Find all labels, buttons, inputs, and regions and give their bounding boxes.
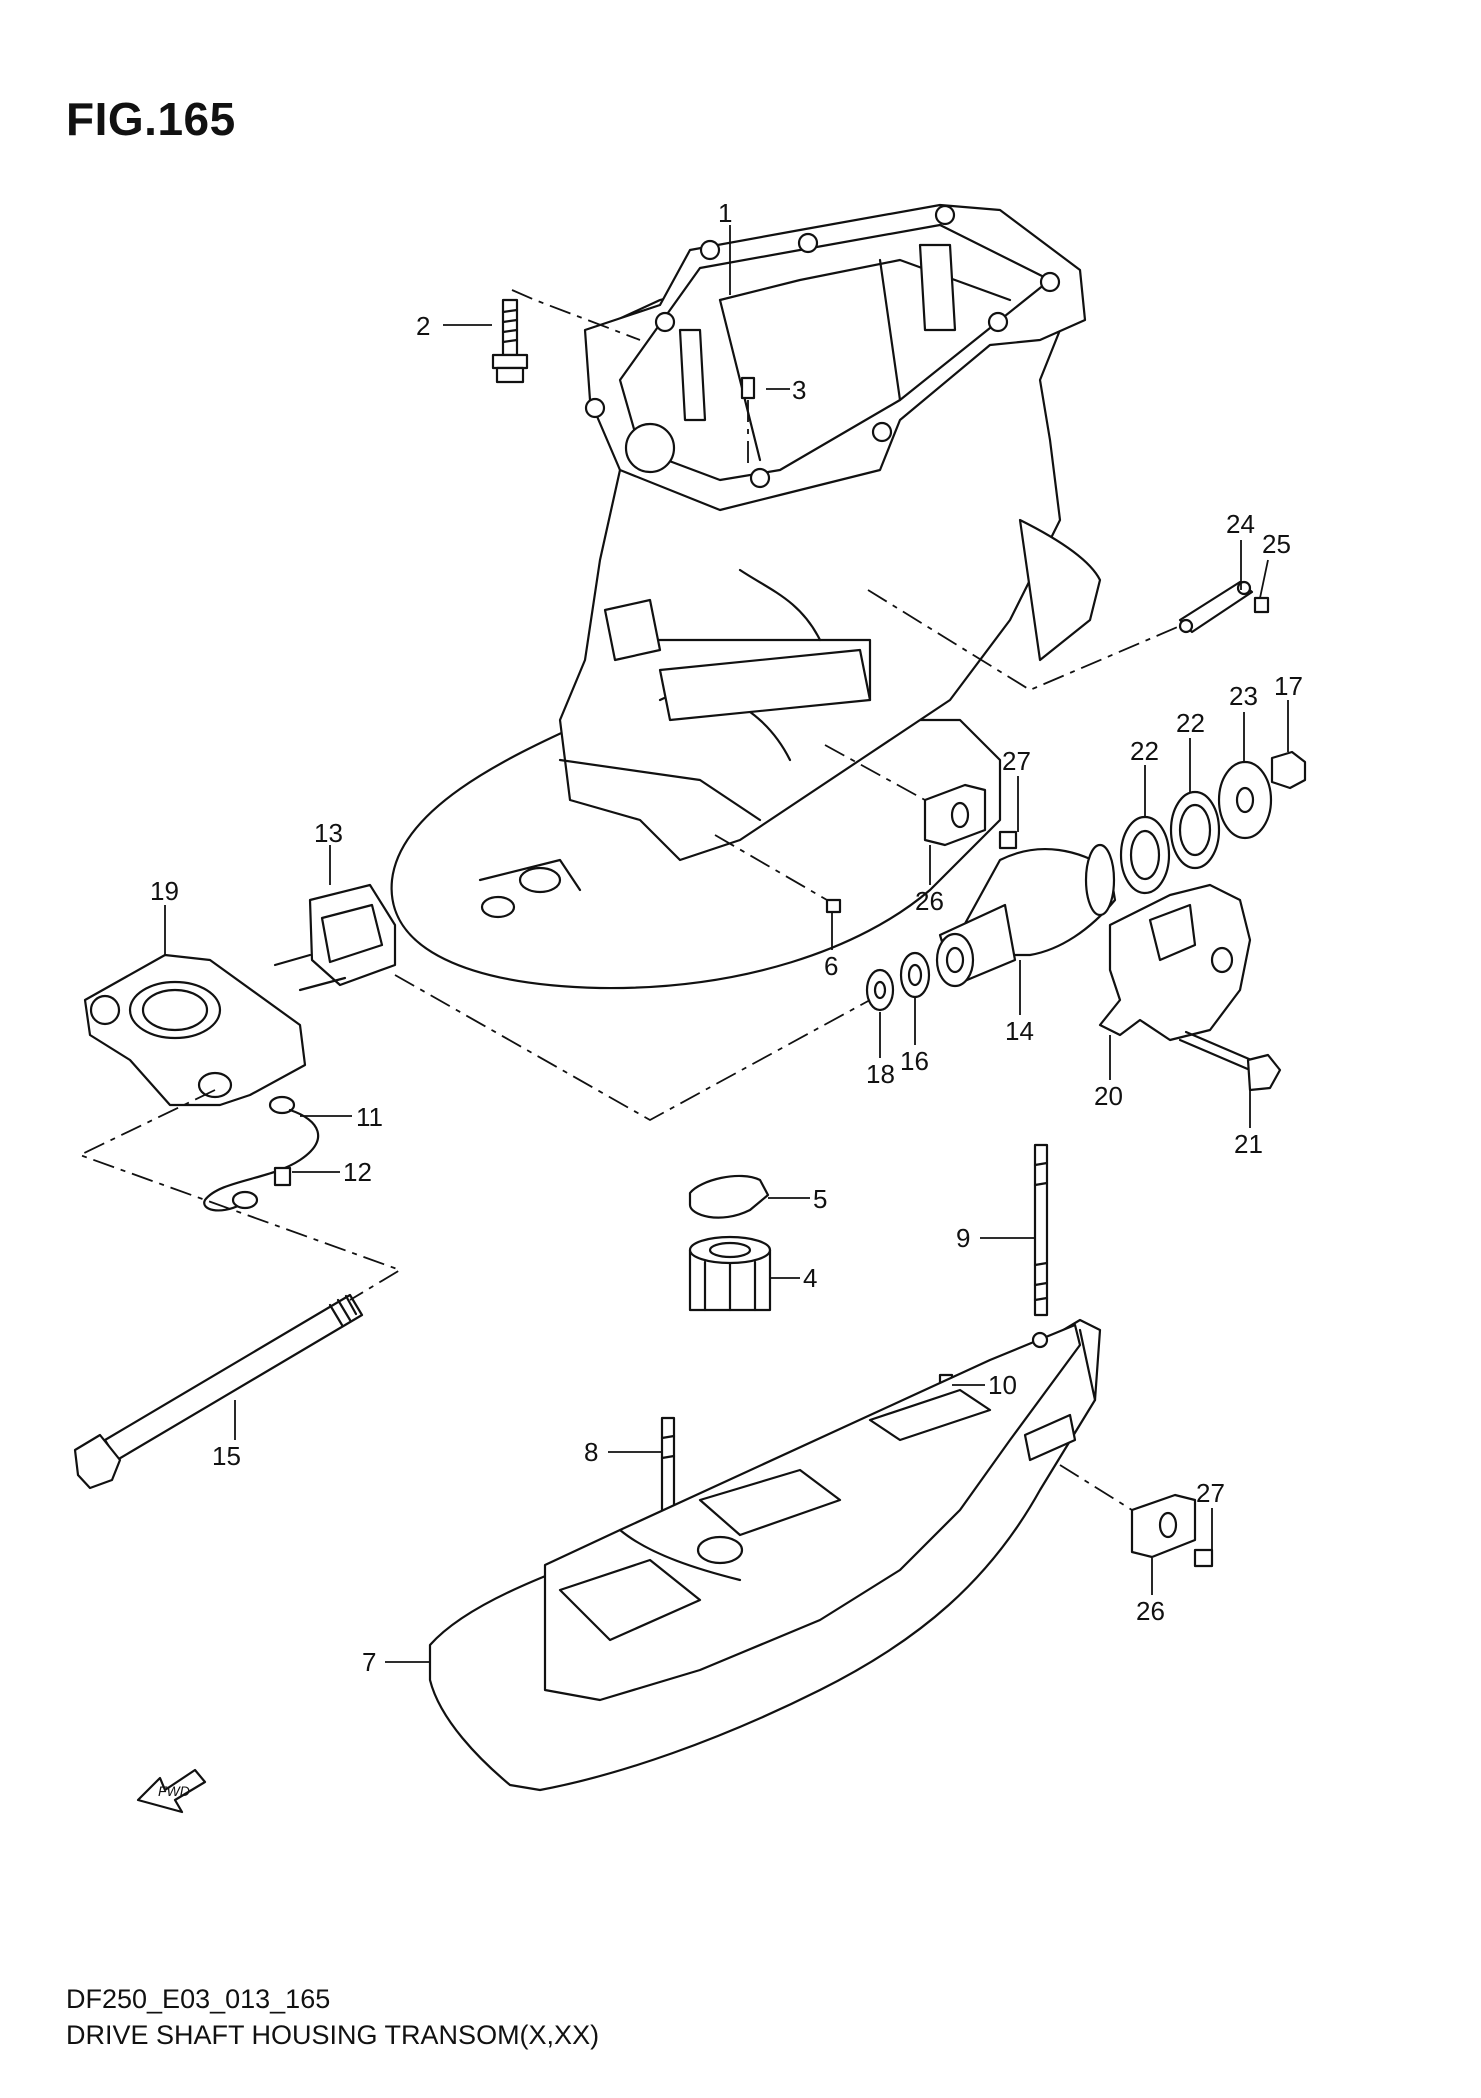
screw-part-27-upper: [998, 830, 1018, 850]
nut-part-17: [1270, 750, 1307, 790]
screw-part-25: [1253, 596, 1270, 614]
washer-part-22-left-hole: [1129, 829, 1161, 881]
assembly-line-screw-6: [714, 834, 828, 901]
fwd-arrow-icon: FWD: [136, 1768, 207, 1814]
callout-12: 12: [343, 1157, 372, 1187]
bolt-part-21: [1178, 1030, 1282, 1092]
callout-23: 23: [1229, 681, 1258, 711]
screw-part-27-lower: [1193, 1548, 1214, 1568]
callout-8: 8: [584, 1437, 598, 1467]
callout-13: 13: [314, 818, 343, 848]
assembly-line-clamp-19: [77, 1089, 403, 1301]
callout-18: 18: [866, 1059, 895, 1089]
ground-lead-part-11: [203, 1095, 320, 1212]
clamp-part-19: [83, 953, 307, 1107]
assembly-line-retainer-24: [867, 589, 1181, 692]
assembly-line-pad-26-lower: [1059, 1464, 1133, 1511]
pad-part-26-lower: [1130, 1493, 1197, 1559]
callout-4: 4: [803, 1263, 817, 1293]
callout-27-lower: 27: [1196, 1478, 1225, 1508]
callout-6: 6: [824, 951, 838, 981]
callout-22-right: 22: [1176, 708, 1205, 738]
callout-10: 10: [988, 1370, 1017, 1400]
mount-part-14: [935, 843, 1117, 988]
callout-11: 11: [356, 1102, 383, 1132]
washer-part-22-right-hole: [1178, 803, 1212, 857]
stud-part-9: [1033, 1143, 1049, 1317]
callout-16: 16: [900, 1046, 929, 1076]
figure-title: FIG.165: [66, 93, 236, 145]
callout-15: 15: [212, 1441, 241, 1471]
assembly-line-pad-26: [824, 744, 926, 801]
circlip-part-5: [688, 1174, 770, 1219]
callout-20: 20: [1094, 1081, 1123, 1111]
callout-2: 2: [416, 311, 430, 341]
retainer-part-24: [1178, 580, 1254, 634]
dowel-pin-part-3: [740, 376, 756, 400]
screw-part-6: [825, 898, 842, 914]
callout-14: 14: [1005, 1016, 1034, 1046]
callout-26-lower: 26: [1136, 1596, 1165, 1626]
callout-3: 3: [792, 375, 806, 405]
callout-21: 21: [1234, 1129, 1263, 1159]
screw-part-12: [273, 1166, 292, 1187]
callout-24: 24: [1226, 509, 1255, 539]
figure-caption: DRIVE SHAFT HOUSING TRANSOM(X,XX): [66, 2020, 600, 2050]
callout-7: 7: [362, 1647, 376, 1677]
callout-22-left: 22: [1130, 736, 1159, 766]
bracket-part-20: [1098, 883, 1252, 1042]
holder-part-13: [273, 883, 397, 992]
callout-27-upper: 27: [1002, 746, 1031, 776]
drawing-code: DF250_E03_013_165: [66, 1984, 331, 2014]
callout-5: 5: [813, 1184, 827, 1214]
callout-25: 25: [1262, 529, 1291, 559]
assembly-line-holder-13: [394, 974, 871, 1122]
washer-part-23-hole: [1235, 786, 1255, 814]
callout-17: 17: [1274, 671, 1303, 701]
callout-19: 19: [150, 876, 179, 906]
assembly-line-bolt-2: [511, 289, 641, 341]
drive-shaft-housing: [390, 203, 1102, 990]
callout-1: 1: [718, 198, 732, 228]
washer-part-18-hole: [873, 980, 887, 1000]
fwd-label: FWD: [158, 1783, 190, 1799]
washer-part-16-hole: [907, 963, 923, 987]
callout-26-upper: 26: [915, 886, 944, 916]
long-bolt-part-15: [73, 1293, 364, 1490]
bolt-part-2: [491, 298, 529, 384]
lower-housing-part-7: [428, 1318, 1102, 1792]
leader-lines: [164, 225, 1289, 1663]
pad-part-26-upper: [923, 783, 987, 847]
castle-nut-part-4: [688, 1235, 772, 1312]
callout-9: 9: [956, 1223, 970, 1253]
